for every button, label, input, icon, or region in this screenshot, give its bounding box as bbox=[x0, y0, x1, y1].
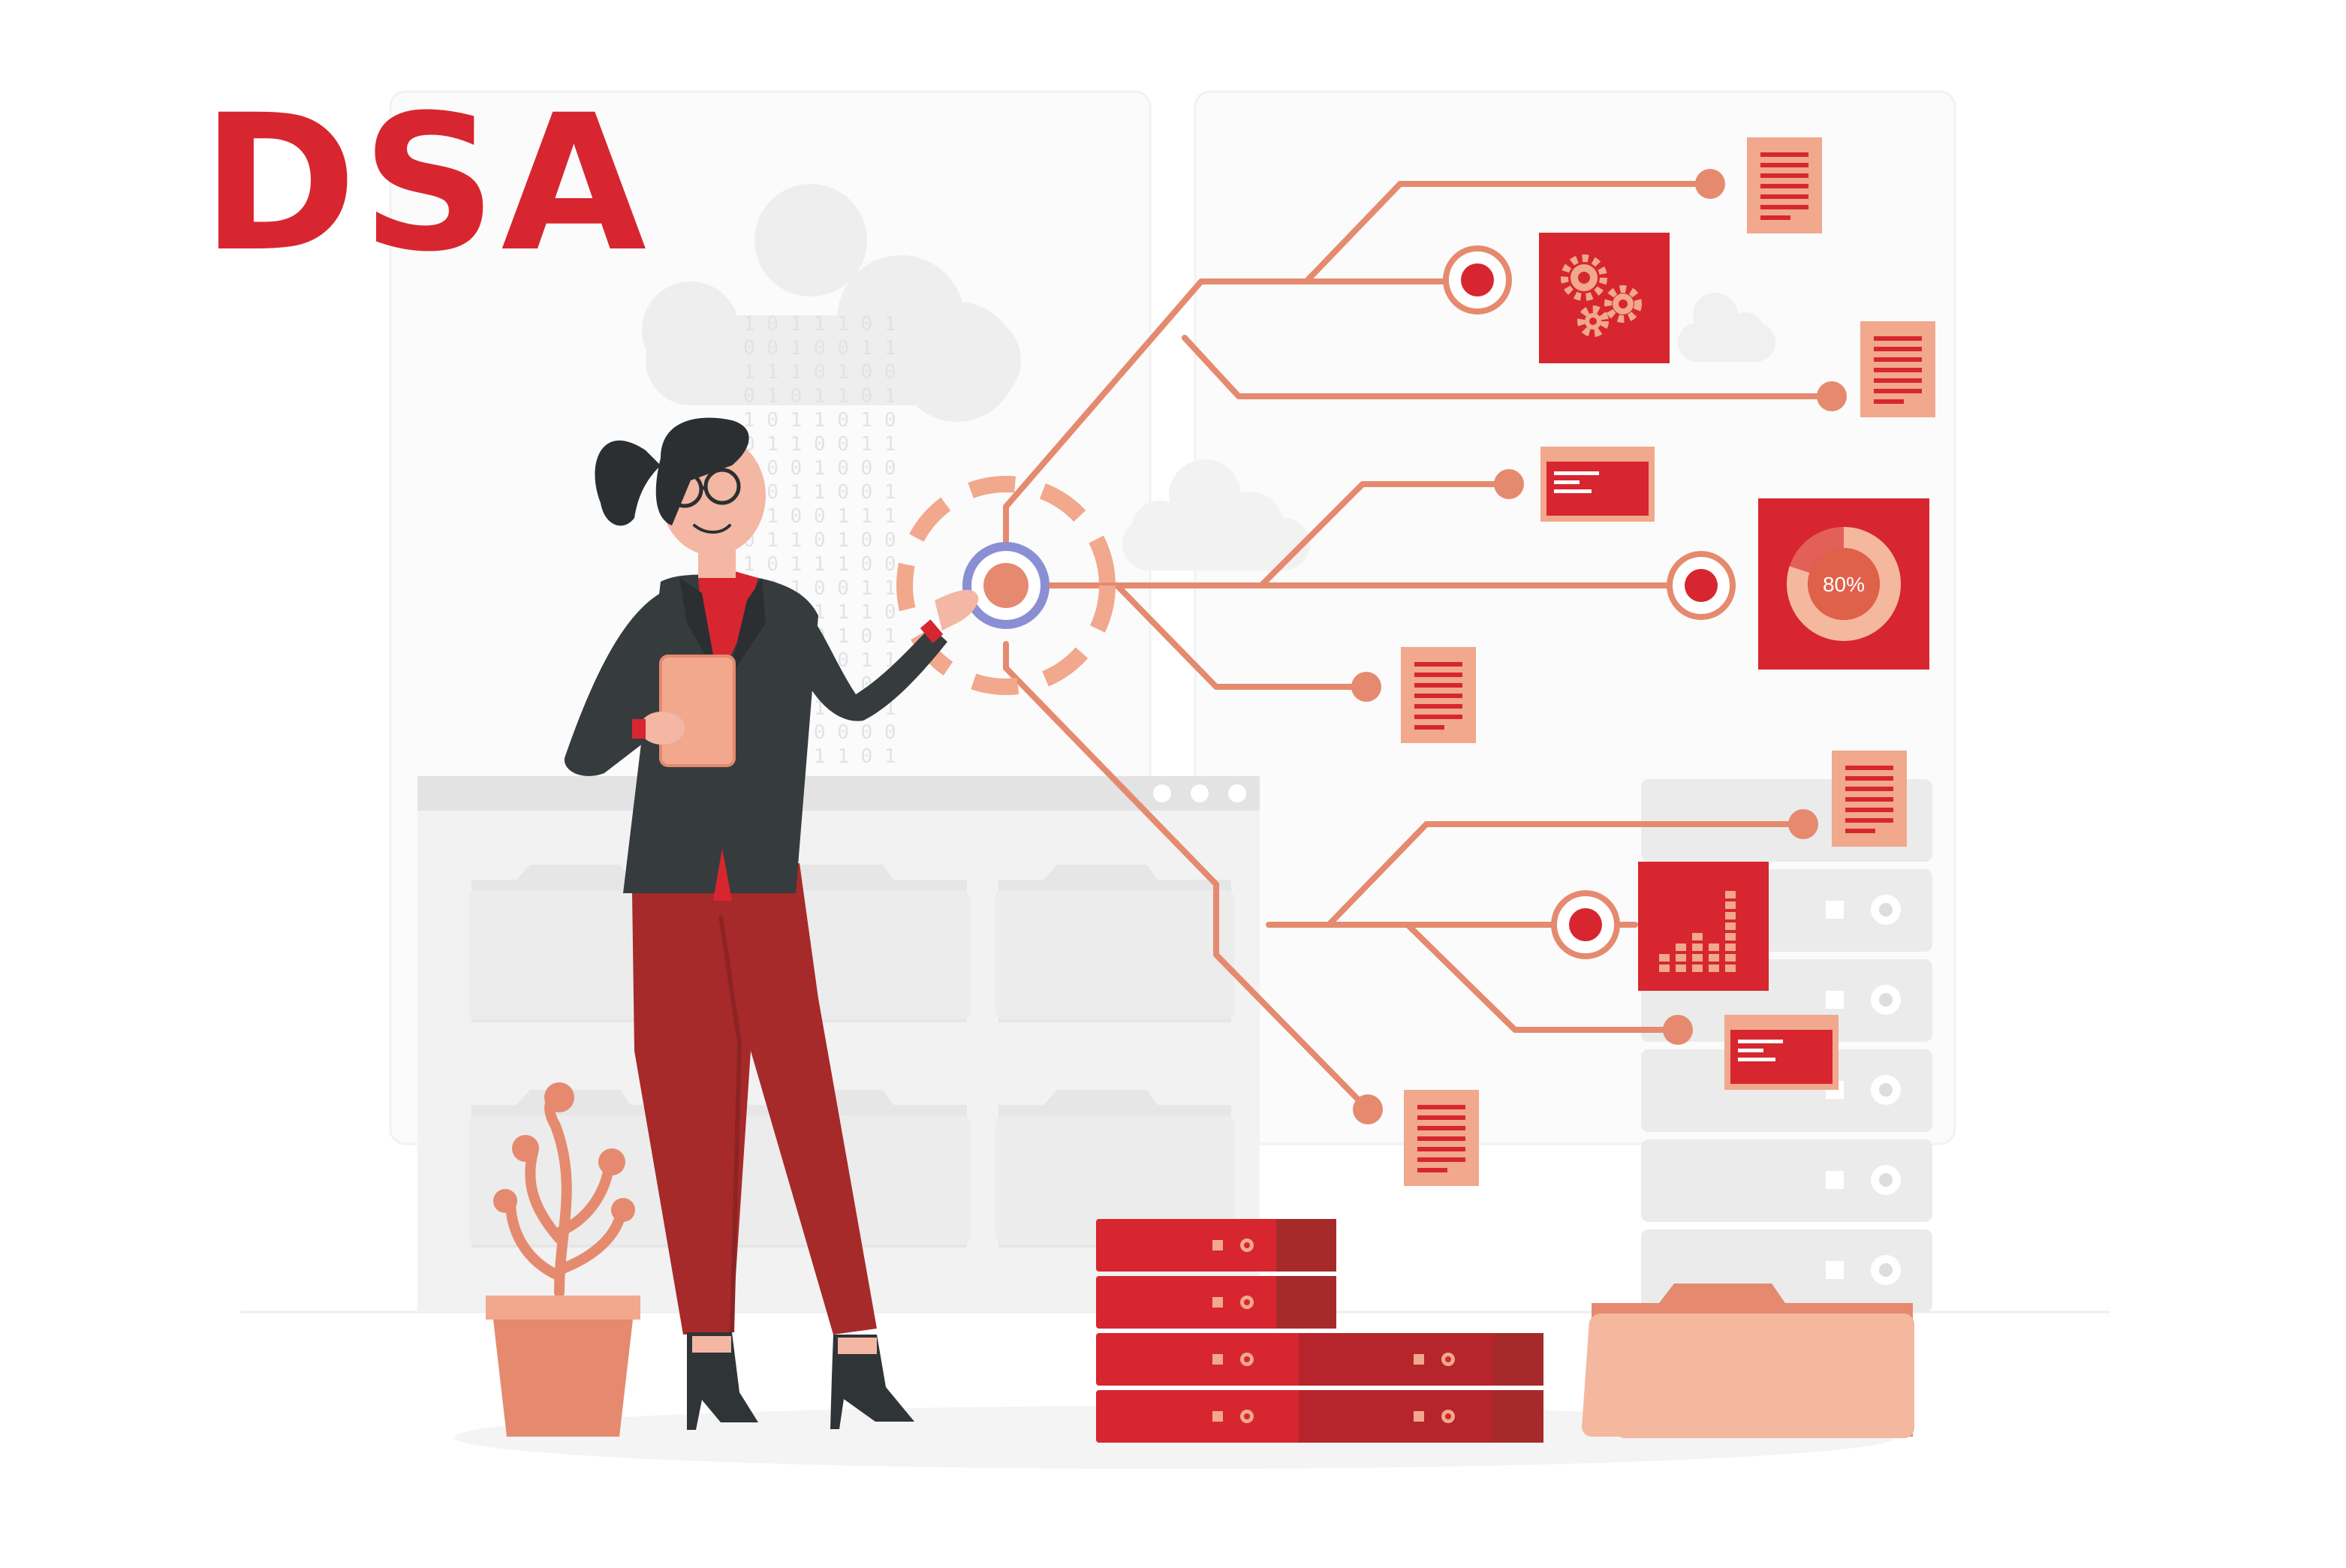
gauge-panel: 80% bbox=[1758, 498, 1929, 670]
gauge-arc bbox=[1787, 527, 1901, 641]
target-node-chart bbox=[1551, 890, 1620, 959]
woman-character bbox=[564, 417, 979, 1430]
document-icon bbox=[1860, 321, 1935, 417]
svg-text:1 0 1 1 0 1 0: 1 0 1 1 0 1 0 bbox=[743, 409, 896, 432]
target-node-gauge bbox=[1667, 551, 1736, 620]
server-icon bbox=[1096, 1219, 1543, 1443]
document-icon bbox=[1747, 137, 1822, 233]
cloud-icon bbox=[1122, 459, 1310, 570]
plant-icon bbox=[486, 1082, 640, 1437]
network-connector-lines bbox=[1003, 181, 1835, 1112]
svg-text:1 1 1 0 1 0 0: 1 1 1 0 1 0 0 bbox=[743, 361, 896, 384]
svg-text:0 0 1 1 0 0 1: 0 0 1 1 0 0 1 bbox=[743, 481, 896, 504]
document-icon bbox=[1832, 751, 1907, 847]
terminal-window-icon bbox=[1540, 447, 1655, 522]
svg-text:0 1 1 0 0 1 1: 0 1 1 0 0 1 1 bbox=[743, 433, 896, 456]
activation-ring bbox=[896, 476, 1116, 695]
cloud-icon bbox=[1678, 293, 1775, 362]
gauge-label: 80% bbox=[1823, 573, 1865, 596]
svg-text:0 0 1 0 0 1 1: 0 0 1 0 0 1 1 bbox=[743, 337, 896, 360]
svg-text:1 0 1 1 1 0 0: 1 0 1 1 1 0 0 bbox=[743, 553, 896, 576]
cloud-icon bbox=[642, 184, 1021, 422]
svg-text:0 1 1 0 1 0 0: 0 1 1 0 1 0 0 bbox=[743, 529, 896, 552]
svg-text:1 0 1 1 1 0 1: 1 0 1 1 1 0 1 bbox=[743, 313, 896, 336]
svg-text:1 0 0 1 0 0 0: 1 0 0 1 0 0 0 bbox=[743, 457, 896, 480]
svg-text:0 1 0 1 1 0 1: 0 1 0 1 1 0 1 bbox=[743, 385, 896, 408]
document-icon bbox=[1404, 1090, 1479, 1186]
connector-endpoints bbox=[1351, 169, 1847, 1124]
terminal-window-icon bbox=[1724, 1015, 1839, 1090]
target-node-gears bbox=[1443, 245, 1512, 315]
folder-icon bbox=[1582, 1284, 1914, 1438]
brand-title: DSA bbox=[201, 74, 652, 293]
svg-text:1 1 0 0 1 1 1: 1 1 0 0 1 1 1 bbox=[743, 505, 896, 528]
bar-chart-icon bbox=[1638, 862, 1769, 991]
gear-icon bbox=[1539, 233, 1670, 363]
document-icon bbox=[1401, 647, 1476, 743]
